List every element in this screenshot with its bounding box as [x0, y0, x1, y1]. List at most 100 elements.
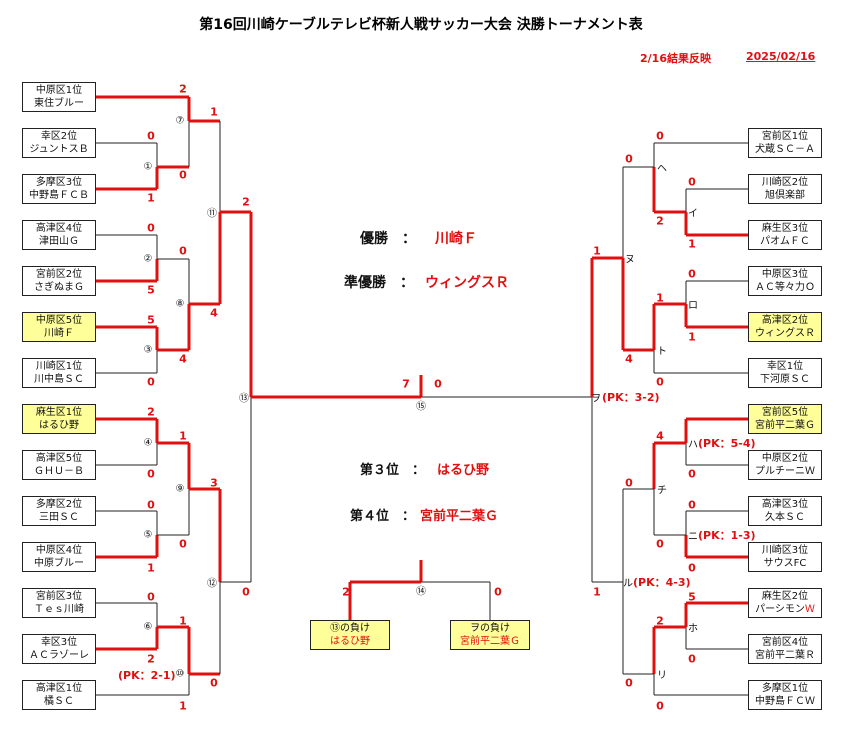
- score: 0: [625, 676, 633, 690]
- score: 3: [210, 476, 218, 490]
- third-place-left-box: ⑬の負けはるひ野: [310, 620, 390, 650]
- match-label: ル: [623, 578, 633, 590]
- score: 2: [242, 195, 250, 209]
- team-box-highlight: 麻生区1位はるひ野: [22, 404, 96, 434]
- score: 0: [147, 375, 155, 389]
- match-label: リ: [657, 670, 667, 682]
- score: 5: [147, 283, 155, 297]
- score: 0: [147, 129, 155, 143]
- team-box: 川崎区1位川中島ＳＣ: [22, 358, 96, 388]
- team-box: 中原区4位中原ブルー: [22, 542, 96, 572]
- team-box: 宮前区2位さぎぬまＧ: [22, 266, 96, 296]
- match-label: チ: [657, 485, 667, 497]
- match-label: ④: [143, 437, 153, 449]
- score: 5: [147, 313, 155, 327]
- score: 2: [147, 405, 155, 419]
- score: 0: [625, 152, 633, 166]
- score: 4: [210, 306, 218, 320]
- score: 1: [147, 561, 155, 575]
- score: 0: [656, 375, 664, 389]
- third-name: はるひ野: [437, 463, 490, 478]
- score: 2: [656, 614, 664, 628]
- score: 0: [147, 590, 155, 604]
- score: 2: [656, 214, 664, 228]
- team-box: 高津区1位橘ＳＣ: [22, 680, 96, 710]
- match-label: ③: [143, 344, 153, 356]
- match-label: ⑤: [143, 529, 153, 541]
- score: 0: [210, 676, 218, 690]
- score: 0: [147, 467, 155, 481]
- match-label: ⑦: [175, 115, 185, 127]
- score: 0: [625, 476, 633, 490]
- team-box: 多摩区2位三田ＳＣ: [22, 496, 96, 526]
- score: 0: [179, 168, 187, 182]
- score: 2: [179, 82, 187, 96]
- pk-note: (PK：4-3): [633, 576, 691, 589]
- date-label: 2025/02/16: [746, 50, 816, 63]
- team-box: 宮前区4位宮前平二葉Ｒ: [748, 634, 822, 664]
- runner-up-name: ウィングスＲ: [425, 275, 509, 291]
- match-label: ⑪: [207, 208, 217, 220]
- match-label: ロ: [688, 300, 698, 312]
- match-label: ⑭: [416, 586, 426, 598]
- score: 0: [688, 561, 696, 575]
- team-box: 中原区1位東住ブルー: [22, 82, 96, 112]
- runner-up-label: 準優勝 ：: [344, 275, 414, 291]
- team-box-highlight: 中原区5位川崎Ｆ: [22, 312, 96, 342]
- match-label: ⑨: [175, 483, 185, 495]
- score: 0: [179, 244, 187, 258]
- score: 1: [147, 191, 155, 205]
- team-box: 幸区1位下河原ＳＣ: [748, 358, 822, 388]
- match-label: ホ: [688, 623, 698, 635]
- team-box: 多摩区1位中野島ＦＣＷ: [748, 680, 822, 710]
- team-box: 中原区2位プルチーニＷ: [748, 450, 822, 480]
- score: 0: [688, 175, 696, 189]
- match-label: ②: [143, 253, 153, 265]
- score: 0: [688, 652, 696, 666]
- team-box: 川崎区3位サウスFC: [748, 542, 822, 572]
- match-label: ニ: [688, 531, 698, 543]
- match-label: ⑥: [143, 621, 153, 633]
- match-label: ①: [143, 161, 153, 173]
- score: 0: [656, 537, 664, 551]
- score: 0: [179, 537, 187, 551]
- score: 4: [656, 429, 664, 443]
- score: 0: [688, 267, 696, 281]
- match-label: ⑮: [416, 401, 426, 413]
- match-label: ヌ: [625, 254, 635, 266]
- team-box: 幸区2位ジュントスＢ: [22, 128, 96, 158]
- team-box: 高津区3位久本ＳＣ: [748, 496, 822, 526]
- third-score-left: 2: [342, 585, 350, 599]
- champion-label: 優勝 ：: [360, 231, 416, 247]
- score: 5: [688, 590, 696, 604]
- team-box-highlight: 宮前区5位宮前平二葉Ｇ: [748, 404, 822, 434]
- third-place-right-box: ヲの負け宮前平二葉Ｇ: [450, 620, 530, 650]
- team-box: 麻生区2位パーシモンＷ: [748, 588, 822, 618]
- pk-note: (PK：2-1): [118, 669, 176, 682]
- score: 1: [688, 330, 696, 344]
- final-score-right: 0: [434, 377, 442, 391]
- champion-name: 川崎Ｆ: [435, 231, 477, 247]
- score: 0: [656, 699, 664, 713]
- team-box: 川崎区2位旭倶楽部: [748, 174, 822, 204]
- score: 0: [688, 467, 696, 481]
- score: 1: [179, 699, 187, 713]
- team-box: 宮前区1位犬蔵ＳＣ－Ａ: [748, 128, 822, 158]
- match-label: ト: [657, 346, 667, 358]
- score: 1: [593, 244, 601, 258]
- pk-note: (PK：5-4): [698, 437, 756, 450]
- team-box: 高津区4位津田山Ｇ: [22, 220, 96, 250]
- match-label: ⑩: [175, 668, 185, 680]
- score: 4: [625, 352, 633, 366]
- final-score-left: 7: [402, 377, 410, 391]
- pk-note: (PK：3-2): [602, 391, 660, 404]
- match-label: ヘ: [657, 163, 667, 175]
- match-label: ヲ: [591, 393, 601, 405]
- match-label: ⑬: [239, 393, 249, 405]
- team-box: 麻生区3位パオムＦＣ: [748, 220, 822, 250]
- score: 1: [593, 585, 601, 599]
